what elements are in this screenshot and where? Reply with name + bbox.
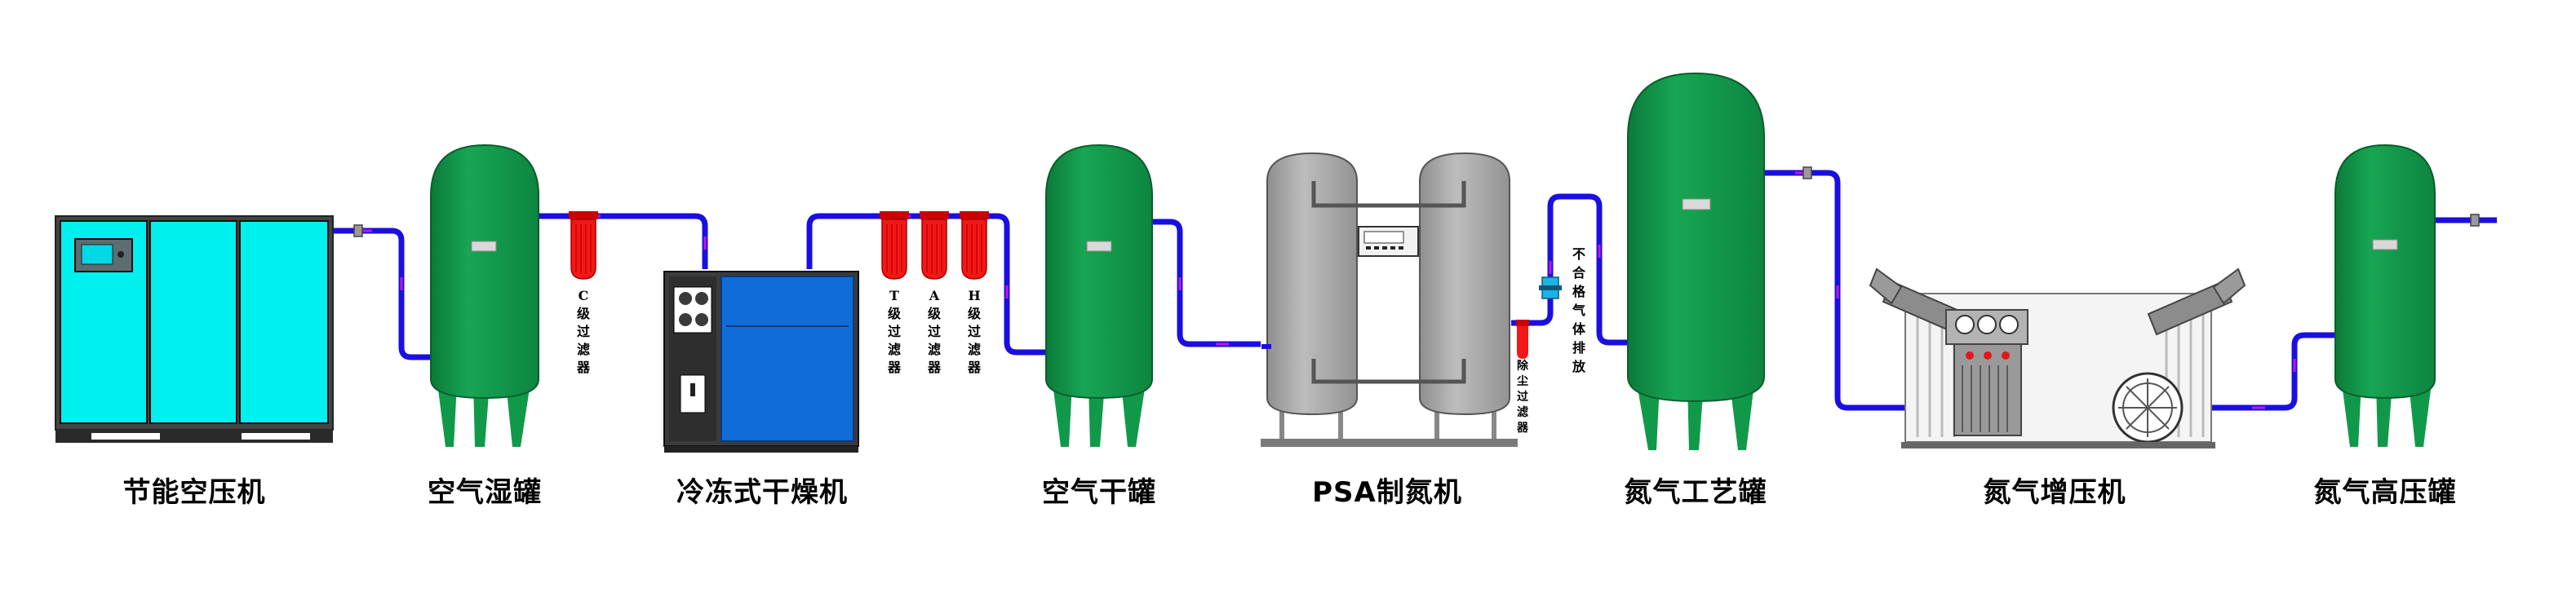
psa-nitrogen-generator [1261, 152, 1518, 447]
process-tank [1627, 72, 1765, 450]
pipe-booster-to-hp-tank [2211, 332, 2335, 411]
pipe-dryer-to-dry-tank [806, 213, 1046, 356]
t-filter [880, 211, 909, 280]
label-dry-tank: 空气干罐 [1042, 476, 1156, 509]
pipe-psa-to-vent [1511, 193, 1628, 346]
pipe-dry-tank-to-psa [1152, 219, 1261, 347]
label-booster: 氮气增压机 [1983, 476, 2126, 509]
label-high-pressure-tank: 氮气高压罐 [2313, 476, 2457, 509]
gauge-icon [1999, 315, 2019, 334]
pipe-compressor-to-wet-tank [333, 228, 431, 360]
vent-valve-icon [1539, 276, 1562, 299]
label-process-tank: 氮气工艺罐 [1624, 476, 1767, 509]
nameplate-icon [2372, 239, 2398, 250]
valve-icons [353, 166, 2480, 237]
dust-filter-label: 除尘过滤器 [1517, 360, 1528, 435]
air-compressor-unit [55, 215, 334, 443]
wet-tank [430, 144, 539, 447]
high-pressure-tank [2334, 144, 2436, 447]
label-air-compressor: 节能空压机 [122, 476, 266, 509]
label-wet-tank: 空气湿罐 [428, 476, 542, 509]
label-psa-generator: PSA制氮机 [1312, 476, 1462, 509]
vent-label: 不合格气体排放 [1572, 246, 1585, 374]
pipe-wet-tank-to-dryer [539, 213, 708, 269]
refrigerated-dryer [663, 271, 859, 453]
h-filter-label: H级过滤器 [967, 288, 981, 375]
a-filter [920, 211, 949, 280]
a-filter-label: A级过滤器 [927, 288, 941, 375]
h-filter [960, 211, 989, 280]
t-filter-label: T级过滤器 [887, 288, 901, 375]
nitrogen-booster [1869, 267, 2246, 449]
label-refrigerated-dryer: 冷冻式干燥机 [676, 476, 848, 509]
dry-tank [1045, 144, 1153, 447]
nameplate-icon [1086, 241, 1112, 252]
gauge-icon [1977, 315, 1997, 334]
dust-filter [1516, 320, 1529, 359]
c-filter-label: C级过滤器 [576, 288, 590, 375]
nameplate-icon [1682, 198, 1711, 210]
c-filter [569, 211, 598, 280]
gauge-icon [1955, 315, 1975, 334]
nameplate-icon [471, 241, 497, 252]
